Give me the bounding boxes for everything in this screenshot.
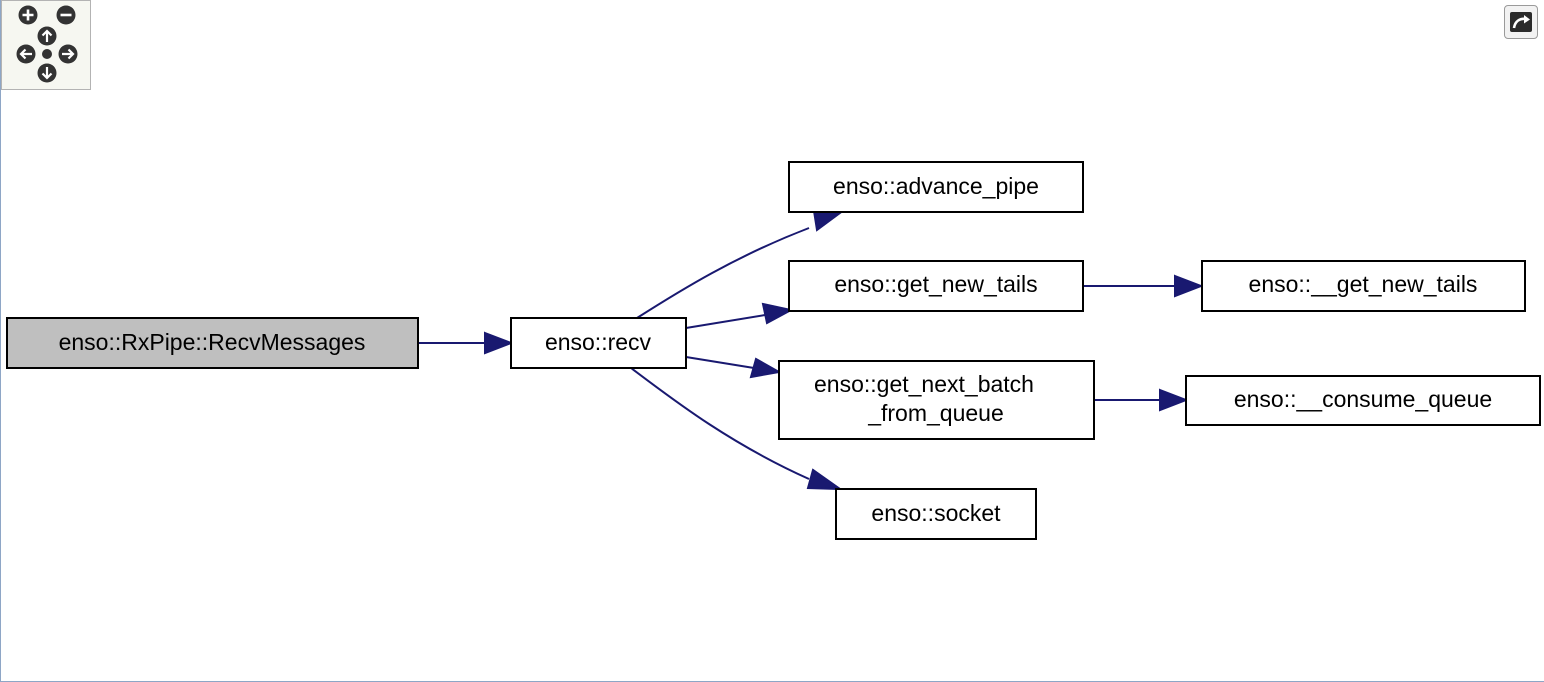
- node-socket[interactable]: enso::socket: [835, 488, 1037, 540]
- node-socket-box: [835, 488, 1037, 540]
- node-recv-box: [510, 317, 687, 369]
- node-socket-label: enso::socket: [871, 500, 1001, 526]
- node-get-next-batch-label-line1: enso::get_next_batch: [814, 371, 1034, 397]
- curved-arrow-icon: [1510, 12, 1532, 32]
- edge-recv-get-new-tails-arrowhead: [761, 302, 794, 325]
- node-get-new-tails-box: [788, 260, 1084, 312]
- node-consume-queue[interactable]: enso::__consume_queue: [1185, 375, 1541, 426]
- pan-up-icon[interactable]: [37, 26, 57, 46]
- pan-down-icon[interactable]: [37, 63, 57, 83]
- node-get-new-tails[interactable]: enso::get_new_tails: [788, 260, 1084, 312]
- edge-recv-get-new-tails: [685, 314, 766, 329]
- node-consume-queue-box: [1185, 375, 1541, 426]
- node-recv-label: enso::recv: [545, 329, 652, 355]
- edge-recv-get-next-batch-arrowhead: [749, 357, 782, 379]
- node-get-next-batch-box: [778, 360, 1095, 440]
- edge-recvmessages-recv-arrowhead: [484, 331, 514, 355]
- node-advance-pipe-label: enso::advance_pipe: [833, 173, 1039, 199]
- reset-view-icon[interactable]: [42, 49, 52, 59]
- navigation-panel: [1, 0, 91, 90]
- node-inner-get-new-tails[interactable]: enso::__get_new_tails: [1201, 260, 1526, 312]
- pan-left-icon[interactable]: [16, 44, 36, 64]
- node-get-next-batch-label-line2: _from_queue: [867, 400, 1004, 426]
- edge-recv-socket-arrowhead: [806, 468, 844, 491]
- node-get-next-batch-from-queue[interactable]: enso::get_next_batch _from_queue: [778, 360, 1095, 440]
- zoom-out-icon[interactable]: [56, 5, 76, 25]
- edge-get-next-batch-consume-arrowhead: [1159, 388, 1189, 412]
- node-recv[interactable]: enso::recv: [510, 317, 687, 369]
- edge-recv-advance-pipe: [636, 227, 810, 319]
- node-recv-messages[interactable]: enso::RxPipe::RecvMessages: [6, 317, 419, 369]
- edge-recv-socket: [630, 367, 810, 480]
- expand-button[interactable]: [1504, 5, 1538, 39]
- node-consume-queue-label: enso::__consume_queue: [1234, 386, 1492, 412]
- edge-get-new-tails-inner-arrowhead: [1174, 274, 1204, 298]
- node-recv-messages-box: [6, 317, 419, 369]
- edge-recv-get-next-batch: [685, 356, 755, 369]
- node-recv-messages-label: enso::RxPipe::RecvMessages: [59, 329, 366, 355]
- zoom-in-icon[interactable]: [18, 5, 38, 25]
- node-advance-pipe[interactable]: enso::advance_pipe: [788, 161, 1084, 213]
- node-get-new-tails-label: enso::get_new_tails: [834, 271, 1037, 297]
- node-advance-pipe-box: [788, 161, 1084, 213]
- node-inner-get-new-tails-label: enso::__get_new_tails: [1249, 271, 1478, 297]
- node-inner-get-new-tails-box: [1201, 260, 1526, 312]
- navigation-controls: [16, 5, 78, 83]
- pan-right-icon[interactable]: [58, 44, 78, 64]
